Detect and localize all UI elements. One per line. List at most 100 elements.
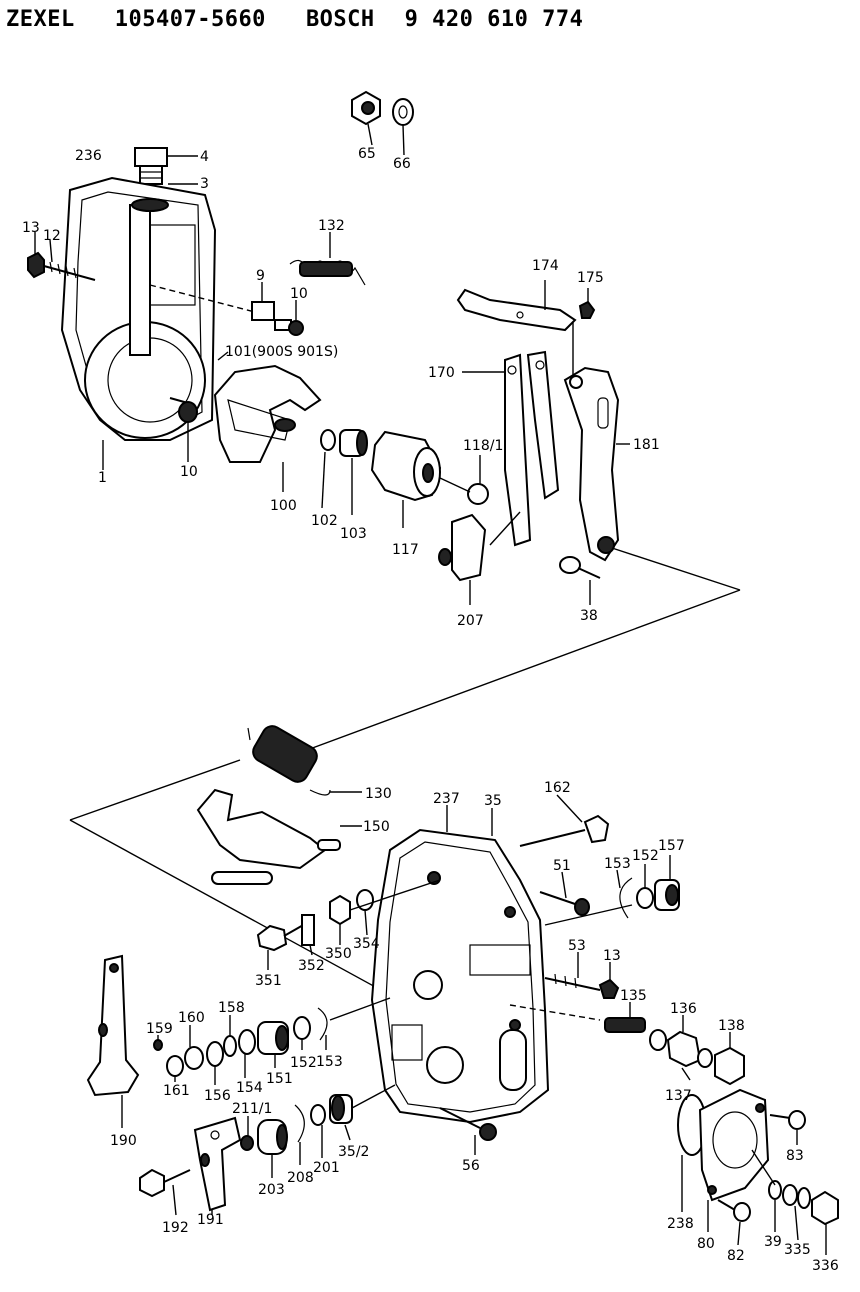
callout-66: 66 <box>393 156 411 172</box>
callout-191: 191 <box>197 1212 224 1228</box>
callout-160: 160 <box>178 1010 205 1026</box>
callout-350: 350 <box>325 946 352 962</box>
part-102-washer <box>320 429 336 451</box>
callout-35-2: 35/2 <box>338 1144 369 1160</box>
maker-label: ZEXEL <box>6 6 75 32</box>
part-117-drum <box>370 430 442 502</box>
callout-190: 190 <box>110 1133 137 1149</box>
callout-132: 132 <box>318 218 345 234</box>
callout-83: 83 <box>786 1148 804 1164</box>
callout-152-upper: 152 <box>632 848 659 864</box>
part-170-lever-plate <box>504 350 560 547</box>
callout-35: 35 <box>484 793 502 809</box>
callout-237: 237 <box>433 791 460 807</box>
part-130-spring <box>247 725 331 796</box>
part-137-seal <box>697 1048 713 1068</box>
part-82-bolt <box>717 1199 751 1222</box>
callout-153-lower: 153 <box>316 1054 343 1070</box>
callout-181: 181 <box>633 437 660 453</box>
callout-117: 117 <box>392 542 419 558</box>
callout-103: 103 <box>340 526 367 542</box>
part-13-bolt <box>27 251 96 281</box>
callout-9: 9 <box>256 268 265 284</box>
callout-335: 335 <box>784 1242 811 1258</box>
part-151-cap <box>257 1021 289 1055</box>
part-207-block <box>438 513 487 582</box>
callout-10-upper: 10 <box>290 286 308 302</box>
part-190-lever <box>86 954 140 1097</box>
part-56-bolt <box>439 1107 497 1141</box>
callout-161: 161 <box>163 1083 190 1099</box>
part-158-ring <box>223 1035 237 1057</box>
callout-135: 135 <box>620 988 647 1004</box>
part-103-sleeve <box>339 429 368 457</box>
part-53-bolt <box>544 973 601 991</box>
callout-100: 100 <box>270 498 297 514</box>
part-160-bushing <box>184 1046 204 1070</box>
callout-351: 351 <box>255 973 282 989</box>
part-181-lever <box>563 366 620 562</box>
part-136-nut <box>666 1030 702 1068</box>
callout-238: 238 <box>667 1216 694 1232</box>
callout-56: 56 <box>462 1158 480 1174</box>
callout-153-upper: 153 <box>604 856 631 872</box>
part-161-washer <box>166 1055 184 1077</box>
callout-53: 53 <box>568 938 586 954</box>
part-156-washer <box>206 1041 224 1067</box>
part-132-spring <box>289 259 366 286</box>
part-51-bolt <box>539 891 590 916</box>
callout-136: 136 <box>670 1001 697 1017</box>
callout-201: 201 <box>313 1160 340 1176</box>
part-153-snap-ring-upper <box>619 877 633 919</box>
callout-39: 39 <box>764 1234 782 1250</box>
part-80-cover <box>698 1088 770 1202</box>
part-152-washer-upper <box>636 887 654 909</box>
part-1-governor-housing <box>60 176 217 441</box>
part-118-1-ring <box>467 483 489 505</box>
part-38-bolt <box>559 556 601 579</box>
part-350-nut <box>329 894 351 926</box>
part-159-pin <box>153 1039 163 1051</box>
part-152-washer-lower <box>293 1016 311 1040</box>
callout-1: 1 <box>98 470 107 486</box>
part-191-lever-plate <box>193 1116 242 1212</box>
callout-156: 156 <box>204 1088 231 1104</box>
part-9-clip <box>251 301 275 321</box>
part-153-snap-ring-lower <box>317 1007 328 1041</box>
callout-159: 159 <box>146 1021 173 1037</box>
callout-65: 65 <box>358 146 376 162</box>
callout-236: 236 <box>75 148 102 164</box>
callout-207: 207 <box>457 613 484 629</box>
part-65-nut <box>351 90 381 126</box>
callout-12: 12 <box>43 228 61 244</box>
callout-203: 203 <box>258 1182 285 1198</box>
callout-101: 101(900S 901S) <box>225 344 338 360</box>
callout-354: 354 <box>353 936 380 952</box>
part-39-washer <box>768 1180 782 1200</box>
part-66-washer <box>392 98 414 126</box>
part-201-washer <box>310 1104 326 1126</box>
part-336-cap <box>811 1190 839 1226</box>
callout-175: 175 <box>577 270 604 286</box>
callout-3: 3 <box>200 176 209 192</box>
callout-13-upper: 13 <box>22 220 40 236</box>
part-number: 105407-5660 <box>114 6 266 32</box>
callout-130: 130 <box>365 786 392 802</box>
part-100-flyweight <box>213 364 322 463</box>
callout-208: 208 <box>287 1170 314 1186</box>
part-135-spring-rod <box>509 1004 646 1033</box>
brand-label: BOSCH <box>305 6 375 32</box>
callout-118-1: 118/1 <box>463 438 503 454</box>
part-13-nut-lower <box>598 978 620 999</box>
callout-352: 352 <box>298 958 325 974</box>
callout-13-lower: 13 <box>603 948 621 964</box>
callout-154: 154 <box>236 1080 263 1096</box>
callout-137: 137 <box>665 1088 692 1104</box>
callout-82: 82 <box>727 1248 745 1264</box>
callout-151: 151 <box>266 1071 293 1087</box>
part-154-washer <box>238 1029 256 1055</box>
part-138-cap <box>714 1046 745 1086</box>
part-203-sleeve <box>257 1119 288 1155</box>
callout-162: 162 <box>544 780 571 796</box>
part-35-2-fitting <box>329 1094 353 1124</box>
